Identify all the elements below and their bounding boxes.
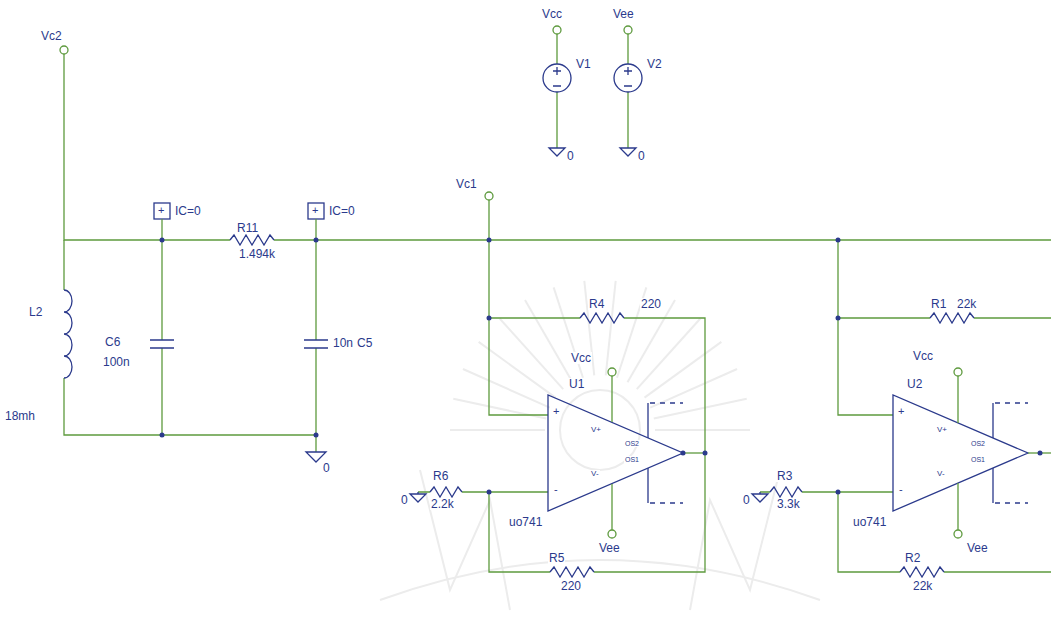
component-label: Vee — [612, 8, 635, 20]
component-label: 3.3k — [776, 498, 801, 510]
component-label: Vc1 — [455, 178, 478, 190]
component-label: Vcc — [570, 352, 592, 364]
component-label: + — [157, 205, 165, 216]
component-label: IC=0 — [174, 205, 202, 217]
component-label: R1 — [930, 298, 947, 310]
amp-stage — [752, 238, 1051, 578]
component-label: 0 — [400, 494, 409, 506]
watermark — [380, 281, 820, 610]
component-label: 220 — [640, 298, 662, 310]
nic-stage — [410, 192, 708, 577]
component-label: R2 — [904, 552, 921, 564]
component-label: Vcc — [912, 350, 934, 362]
component-label: - — [898, 484, 904, 495]
component-label: 10n — [332, 337, 354, 349]
component-label: + — [311, 205, 319, 216]
component-label: + — [552, 406, 560, 417]
component-label: 22k — [956, 298, 977, 310]
component-label: Vcc — [541, 8, 563, 20]
component-label: 100n — [102, 356, 131, 368]
component-label: R5 — [548, 552, 565, 564]
component-label: 2.2k — [430, 498, 455, 510]
component-label: U2 — [906, 378, 923, 390]
component-label: 0 — [322, 462, 331, 474]
component-label: V2 — [646, 58, 663, 70]
component-label: L2 — [28, 306, 43, 318]
component-label: V1 — [575, 58, 592, 70]
component-label: V- — [936, 470, 946, 478]
component-label: R3 — [776, 470, 793, 482]
component-label: V- — [590, 470, 600, 478]
component-label: V+ — [936, 426, 948, 434]
component-label: 1.494k — [238, 248, 276, 260]
component-label: + — [897, 406, 905, 417]
component-label: U1 — [568, 378, 585, 390]
component-label: Vee — [966, 542, 989, 554]
component-label: 18mh — [4, 410, 36, 422]
component-label: uo741 — [852, 516, 887, 528]
component-label: OS2 — [624, 440, 640, 447]
component-label: uo741 — [508, 516, 543, 528]
component-label: 0 — [637, 150, 646, 162]
component-label: 22k — [912, 580, 933, 592]
component-label: OS2 — [970, 440, 986, 447]
voltage-source — [543, 26, 642, 156]
component-label: 0 — [742, 494, 751, 506]
component-label: 220 — [560, 580, 582, 592]
component-label: R11 — [236, 222, 259, 234]
component-label: IC=0 — [328, 205, 356, 217]
component-label: R4 — [588, 298, 605, 310]
component-label: Vc2 — [40, 30, 63, 42]
component-label: C6 — [104, 336, 121, 348]
component-label: OS1 — [624, 456, 640, 463]
component-label: C5 — [356, 337, 373, 349]
component-label: V+ — [590, 426, 602, 434]
component-label: Vee — [598, 542, 621, 554]
component-label: - — [553, 484, 559, 495]
component-label: 0 — [566, 150, 575, 162]
component-label: OS1 — [970, 456, 986, 463]
component-label: R6 — [432, 470, 449, 482]
